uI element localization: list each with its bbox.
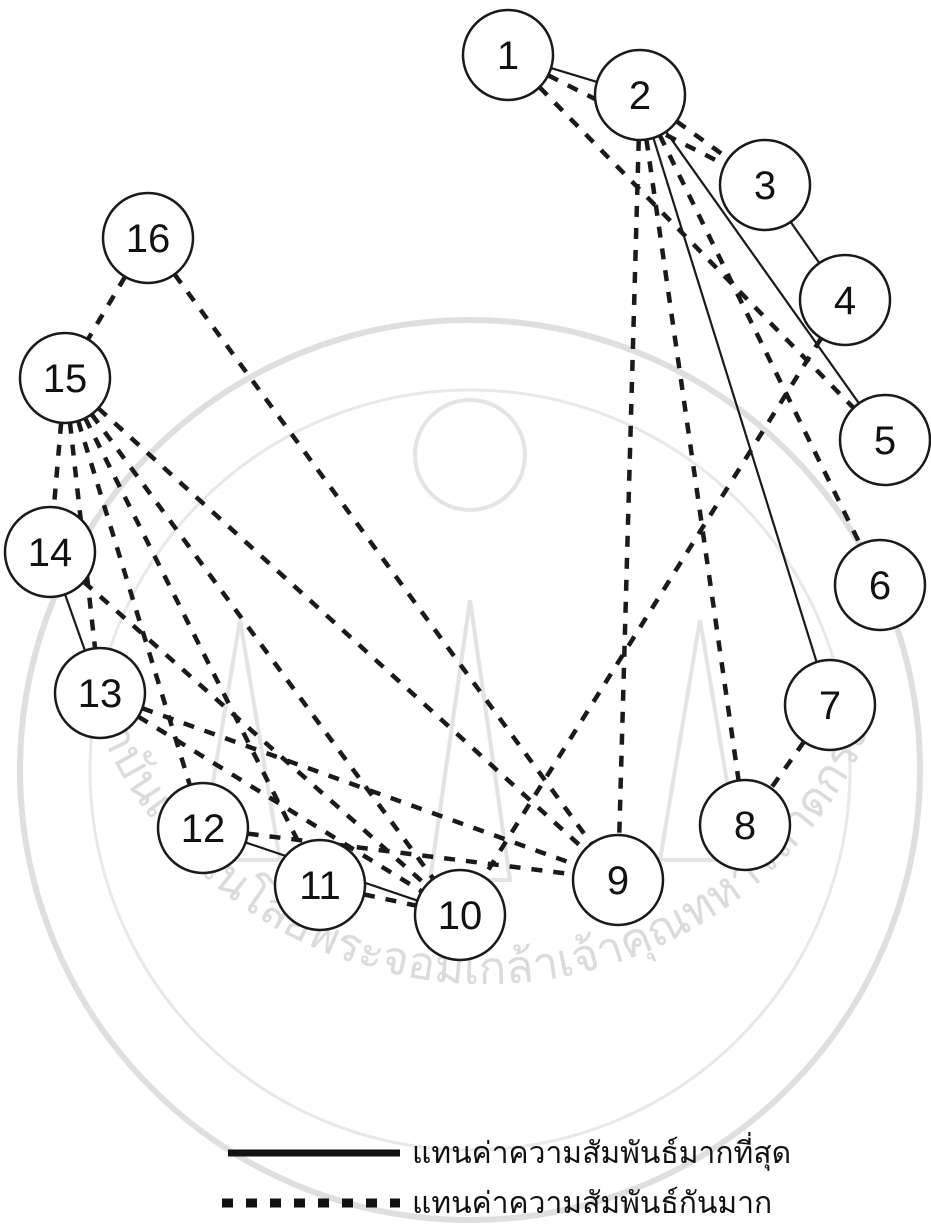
edge-1-2 (550, 66, 598, 84)
edge-4-10 (481, 336, 824, 879)
node-label: 10 (438, 894, 483, 938)
node-13: 13 (53, 646, 147, 740)
node-8: 8 (698, 778, 792, 872)
edge-15-11 (83, 417, 302, 846)
edge-15-14 (51, 422, 64, 508)
seal-outer-ring (17, 317, 923, 1223)
node-label: 11 (299, 864, 341, 908)
node-5: 5 (838, 393, 931, 487)
node-label: 15 (43, 357, 88, 401)
edge-1-5 (537, 85, 856, 410)
edge-2-9 (617, 139, 641, 836)
edge-13-9 (141, 706, 577, 867)
node-label: 12 (181, 807, 226, 851)
node-label: 16 (126, 217, 171, 261)
edge-15-10 (89, 412, 436, 881)
node-label: 8 (734, 804, 756, 848)
node-12: 12 (156, 781, 250, 875)
edge-2-3 (675, 119, 730, 161)
edge-3-4 (789, 221, 821, 264)
node-label: 14 (28, 531, 73, 575)
node-4: 4 (798, 253, 892, 347)
edge-16-15 (86, 275, 127, 341)
legend: แทนค่าความสัมพันธ์มากที่สุด แทนค่าความสั… (222, 1132, 791, 1221)
node-3: 3 (718, 138, 812, 232)
node-label: 6 (869, 564, 891, 608)
node-circle (53, 646, 147, 740)
node-2: 2 (593, 48, 687, 142)
node-circle (783, 658, 877, 752)
edge-11-10 (363, 892, 417, 908)
node-circle (798, 253, 892, 347)
node-circle (838, 393, 931, 487)
edge-14-10 (82, 580, 428, 887)
node-11: 11 (273, 838, 367, 932)
seal-right-pillar-icon (657, 619, 743, 862)
node-label: 9 (607, 859, 629, 903)
node-label: 13 (78, 672, 123, 716)
node-label: 4 (834, 279, 856, 323)
edge-12-9 (247, 831, 574, 877)
legend-strongest-label: แทนค่าความสัมพันธ์มากที่สุด (412, 1132, 791, 1172)
node-label: 5 (874, 419, 896, 463)
node-circle (593, 48, 687, 142)
edge-2-8 (644, 139, 741, 781)
node-7: 7 (783, 658, 877, 752)
node-15: 15 (18, 331, 112, 425)
node-label: 2 (629, 74, 651, 118)
node-circle (698, 778, 792, 872)
node-circle (413, 868, 507, 962)
node-circle (18, 331, 112, 425)
edge-2-6 (657, 134, 863, 546)
node-circle (571, 833, 665, 927)
node-label: 1 (497, 34, 519, 78)
node-circle (156, 781, 250, 875)
legend-strong-label: แทนค่าความสัมพันธ์กันมาก (412, 1186, 772, 1221)
edge-7-8 (769, 740, 806, 790)
edge-layer (51, 66, 863, 908)
edge-16-9 (172, 272, 594, 846)
node-circle (718, 138, 812, 232)
node-label: 3 (754, 164, 776, 208)
node-circle (101, 191, 195, 285)
edge-13-14 (64, 594, 86, 651)
node-9: 9 (571, 833, 665, 927)
node-circle (833, 538, 927, 632)
node-circle (461, 8, 555, 102)
edge-2-7 (652, 137, 818, 663)
node-1: 1 (461, 8, 555, 102)
node-16: 16 (101, 191, 195, 285)
node-circle (3, 505, 97, 599)
node-14: 14 (3, 505, 97, 599)
node-6: 6 (833, 538, 927, 632)
node-circle (273, 838, 367, 932)
edge-15-12 (76, 420, 192, 786)
seal-left-pillar-icon (197, 619, 283, 862)
seal-inner-ring (88, 388, 852, 1152)
node-label: 7 (819, 684, 841, 728)
seal-sun-icon (413, 398, 527, 512)
node-10: 10 (413, 868, 507, 962)
edge-2-5 (665, 131, 860, 404)
